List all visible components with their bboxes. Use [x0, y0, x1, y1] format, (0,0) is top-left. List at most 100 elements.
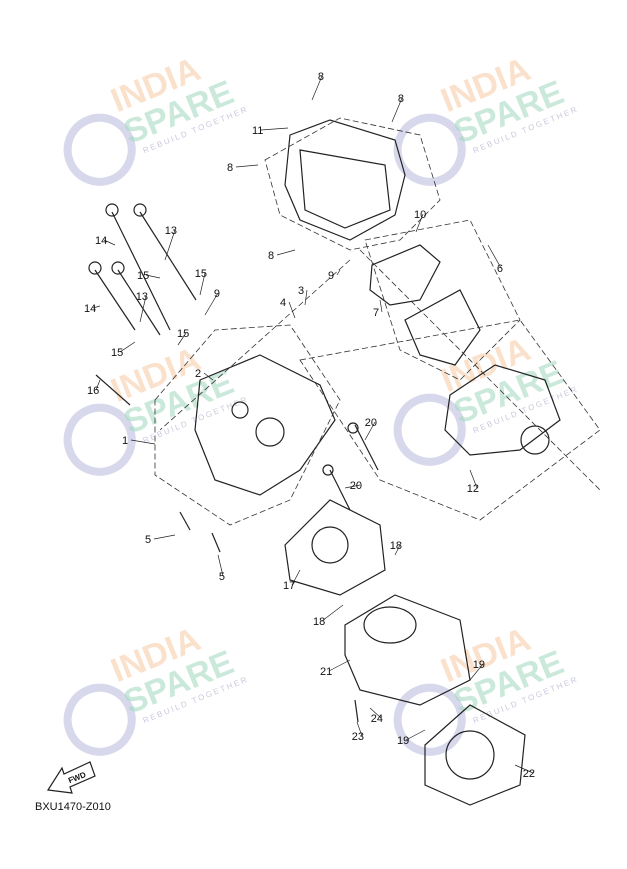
leader-line	[364, 421, 376, 441]
svg-text:FWD: FWD	[67, 770, 87, 785]
fwd-arrow-icon: FWD	[46, 761, 96, 794]
head-cover	[284, 119, 406, 241]
leader-line	[344, 484, 361, 489]
callout-number: 1	[122, 435, 128, 447]
callout-number: 18	[313, 616, 325, 628]
callout-number: 8	[318, 71, 324, 83]
leader-line	[336, 269, 341, 276]
leader-line	[379, 299, 383, 313]
leader-line	[276, 249, 296, 256]
wrench-logo-icon	[63, 683, 136, 756]
callout-number: 4	[280, 297, 286, 309]
leader-line	[217, 554, 224, 577]
leader-line	[288, 301, 296, 319]
leader-line	[328, 659, 351, 672]
leader-line	[203, 372, 214, 381]
callout-number: 23	[352, 731, 364, 743]
leader-line	[95, 379, 101, 391]
callout-number: 15	[195, 268, 207, 280]
leader-line	[514, 764, 534, 774]
leader-line	[394, 544, 401, 556]
reference-code: BXU1470-Z010	[35, 801, 111, 813]
callout-number: 20	[350, 480, 362, 492]
leader-line	[199, 272, 206, 296]
leader-line	[119, 341, 136, 353]
leader-line	[469, 663, 484, 681]
leader-line	[139, 295, 147, 323]
callout-number: 15	[177, 328, 189, 340]
callout-number: 10	[414, 209, 426, 221]
callout-number: 7	[373, 307, 379, 319]
leader-line	[153, 534, 176, 540]
callout-number: 9	[328, 270, 334, 282]
wrench-logo-icon	[393, 113, 466, 186]
callout-number: 14	[84, 303, 96, 315]
callout-number: 15	[137, 270, 149, 282]
callout-number: 5	[219, 571, 225, 583]
cylinder-head	[194, 354, 336, 496]
leader-line	[369, 707, 382, 719]
gasket-17	[284, 499, 386, 596]
callout-number: 8	[398, 93, 404, 105]
leader-line	[487, 244, 502, 269]
leader-line	[260, 127, 289, 131]
leader-line	[304, 289, 308, 306]
callout-number: 22	[523, 768, 535, 780]
gasket-7	[369, 244, 441, 306]
callout-number: 15	[111, 347, 123, 359]
callout-number: 21	[320, 666, 332, 678]
leader-line	[469, 469, 478, 489]
gasket-22	[424, 704, 526, 806]
callout-number: 3	[298, 285, 304, 297]
callout-number: 14	[95, 235, 107, 247]
callout-number: 18	[390, 540, 402, 552]
head-bolts	[88, 203, 379, 511]
callout-number: 13	[136, 291, 148, 303]
spark-plug	[95, 374, 131, 406]
callout-number: 19	[473, 659, 485, 671]
leader-line	[103, 239, 116, 246]
leader-line	[177, 332, 187, 346]
callout-number: 8	[268, 250, 274, 262]
callout-number: 24	[371, 713, 383, 725]
callout-number: 8	[227, 162, 233, 174]
leader-line	[415, 213, 424, 233]
callout-number: 20	[365, 417, 377, 429]
leader-line	[164, 229, 176, 261]
gasket-12	[444, 364, 561, 456]
callout-number: 2	[195, 368, 201, 380]
wrench-logo-icon	[63, 113, 136, 186]
cylinder	[344, 594, 471, 706]
leader-line	[92, 305, 101, 309]
callout-number: 17	[283, 580, 295, 592]
leader-line	[130, 439, 156, 445]
leader-line	[311, 75, 323, 101]
callout-number: 9	[214, 288, 220, 300]
leader-line	[291, 569, 301, 586]
callout-number: 6	[497, 263, 503, 275]
parts-drawing: FWD	[46, 117, 601, 806]
leader-line	[145, 274, 161, 279]
leader-line	[391, 97, 403, 123]
leader-line	[235, 164, 259, 168]
leader-line	[321, 604, 344, 622]
callout-number: 5	[145, 534, 151, 546]
wrench-logo-icon	[63, 403, 136, 476]
leader-line	[204, 292, 219, 316]
wrench-logo-icon	[393, 393, 466, 466]
callout-number: 19	[397, 735, 409, 747]
callout-number: 12	[467, 483, 479, 495]
callout-number: 16	[87, 385, 99, 397]
leader-line	[405, 729, 426, 741]
callout-number: 13	[165, 225, 177, 237]
wrench-logo-icon	[393, 683, 466, 756]
